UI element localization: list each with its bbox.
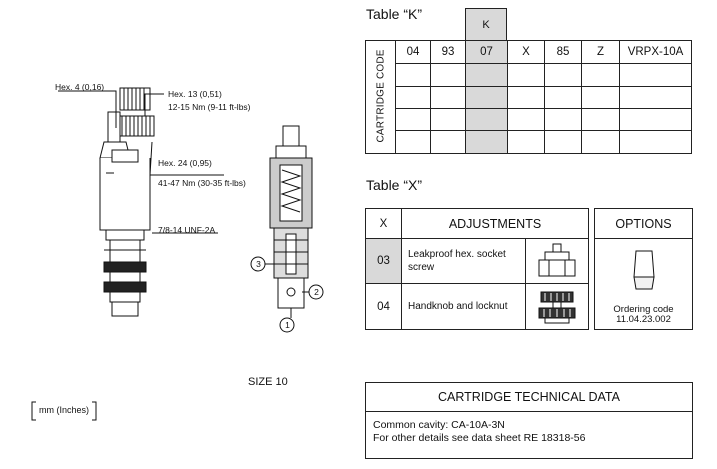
cross-section-shape bbox=[264, 125, 313, 318]
handknob-icon bbox=[538, 291, 576, 323]
thread-label: 7/8-14 UNF-2A bbox=[158, 225, 216, 235]
table-k-side-column bbox=[366, 41, 396, 153]
table-x-title: Table “X” bbox=[366, 177, 423, 193]
options-box: OPTIONS Ordering code 11.04.23.002 bbox=[594, 208, 693, 330]
technical-data-box: CARTRIDGE TECHNICAL DATA Common cavity: … bbox=[365, 382, 693, 459]
handknob-image bbox=[526, 284, 588, 329]
size-label: SIZE 10 bbox=[248, 376, 288, 388]
hex4-label: Hex. 4 (0,16) bbox=[55, 82, 105, 92]
options-body: Ordering code 11.04.23.002 bbox=[595, 239, 692, 329]
table-k-col-header: Z bbox=[582, 41, 620, 64]
hex13-label: Hex. 13 (0,51) bbox=[168, 89, 222, 99]
technical-data-line-2: For other details see data sheet RE 1831… bbox=[373, 432, 586, 444]
table-k-col-header: 04 bbox=[396, 41, 431, 64]
table-x-row-code: 04 bbox=[366, 284, 402, 329]
table-x-col-adjustments: ADJUSTMENTS bbox=[402, 209, 588, 239]
table-k-grid: CARTRIDGE CODE 04 93 07 X 85 Z VRPX-10A bbox=[365, 40, 692, 154]
table-k-highlight-header: K bbox=[465, 8, 507, 41]
handknob-shape bbox=[117, 87, 155, 137]
table-k-side-label: CARTRIDGE CODE bbox=[375, 49, 387, 143]
options-title: OPTIONS bbox=[595, 209, 692, 239]
table-k-col-header: 93 bbox=[431, 41, 466, 64]
table-x-row-text: Leakproof hex. socket screw bbox=[402, 239, 526, 284]
torque24-label: 41-47 Nm (30-35 ft-lbs) bbox=[158, 178, 246, 188]
ordering-code-label: Ordering code bbox=[613, 304, 674, 315]
torque13-label: 12-15 Nm (9-11 ft-lbs) bbox=[168, 102, 251, 112]
table-x-grid: X ADJUSTMENTS 03 Leakproof hex. socket s… bbox=[365, 208, 589, 330]
table-x-col-x: X bbox=[366, 209, 402, 239]
table-k-col-header: 07 bbox=[466, 41, 508, 64]
units-label: mm (Inches) bbox=[39, 405, 90, 415]
table-k-col-header: 85 bbox=[545, 41, 582, 64]
hex24-label: Hex. 24 (0,95) bbox=[158, 158, 212, 168]
port-1-label: 1 bbox=[285, 320, 290, 330]
ordering-code-value: 11.04.23.002 bbox=[616, 314, 671, 325]
protective-cap-icon bbox=[633, 250, 655, 290]
hex-socket-screw-icon bbox=[538, 243, 576, 277]
table-k-title: Table “K” bbox=[366, 6, 423, 22]
table-x-row-code: 03 bbox=[366, 239, 402, 284]
table-k-highlight-label: K bbox=[482, 19, 490, 31]
technical-data-title: CARTRIDGE TECHNICAL DATA bbox=[366, 383, 692, 412]
socket-screw-image bbox=[526, 239, 588, 284]
table-k-col-header: VRPX-10A bbox=[620, 41, 691, 64]
port-2-label: 2 bbox=[314, 287, 319, 297]
port-3-label: 3 bbox=[256, 259, 261, 269]
technical-data-line-1: Common cavity: CA-10A-3N bbox=[373, 419, 505, 431]
table-x-row-text: Handknob and locknut bbox=[402, 284, 526, 329]
cartridge-drawing bbox=[31, 87, 324, 421]
table-k-col-header: X bbox=[508, 41, 545, 64]
table-k-body bbox=[396, 64, 691, 153]
